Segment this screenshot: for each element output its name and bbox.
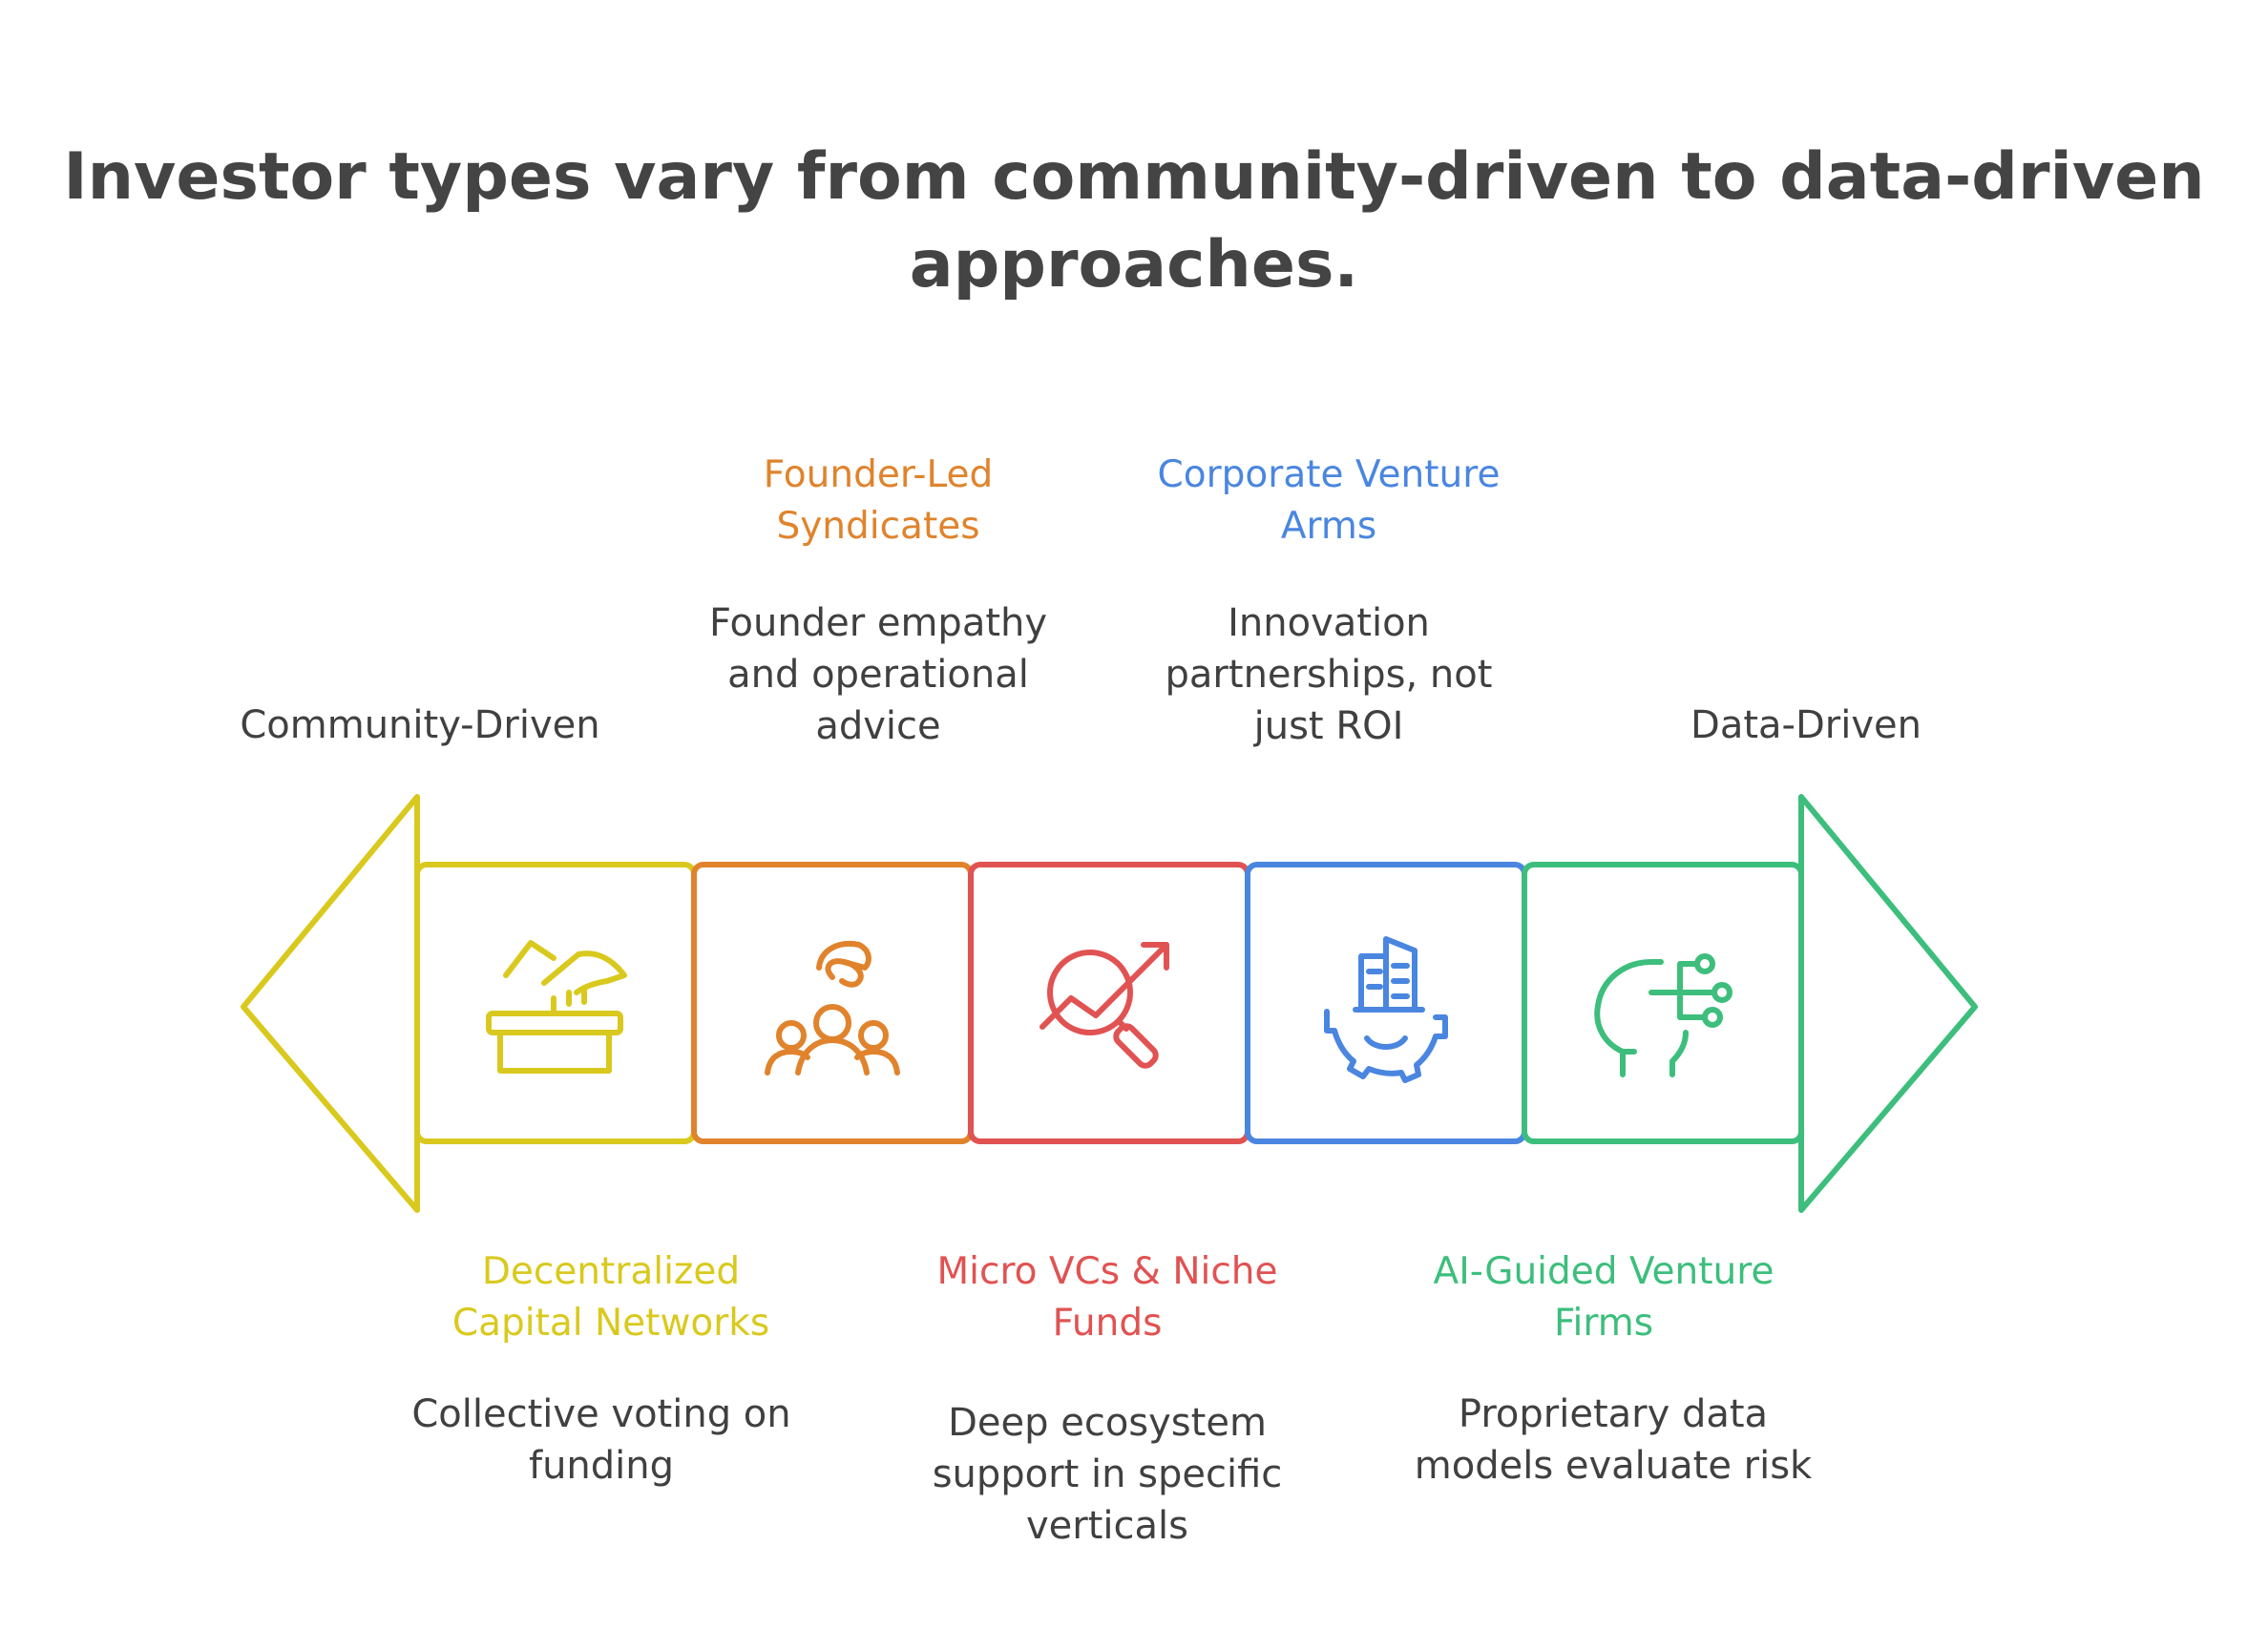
ballot-box-icon [486,940,627,1074]
stage-1-title-line-2: Capital Networks [452,1302,770,1345]
stage-1-description-line-1: Collective voting on [411,1392,791,1436]
stage-3-description-line-1: Deep ecosystem [948,1401,1267,1445]
stage-3-description-line-2: support in specific [932,1452,1283,1496]
stage-2-description: Founder empathy and operational advice [649,597,1107,752]
right-arrow-head [1798,794,1978,1213]
stage-4-title-line-1: Corporate Venture [1157,453,1501,496]
stage-5-description-line-1: Proprietary data [1458,1392,1769,1436]
stage-2-title: Founder-Led Syndicates [649,449,1107,553]
stage-2-title-line-1: Founder-Led [763,453,994,496]
stage-3-title-line-2: Funds [1052,1302,1163,1345]
stage-5-title: AI-Guided Venture Firms [1394,1246,1814,1349]
stage-3-title: Micro VCs & Niche Funds [897,1246,1317,1349]
building-gear-icon [1324,936,1448,1083]
stage-5-box [1522,862,1804,1144]
stage-2-title-line-2: Syndicates [776,505,980,548]
stage-5-title-line-2: Firms [1553,1302,1654,1345]
stage-2-box [691,862,974,1144]
stage-4-description-line-3: just ROI [1253,704,1404,748]
right-arrow [1522,794,1978,1213]
stage-3-description-line-3: verticals [1026,1504,1188,1548]
helping-hand-group-icon [765,941,900,1076]
stage-3-description: Deep ecosystem support in specific verti… [897,1397,1317,1552]
left-arrow [241,794,697,1213]
stage-5-description: Proprietary data models evaluate risk [1375,1389,1852,1492]
stage-4-description-line-2: partnerships, not [1165,653,1493,697]
title-line-1: Investor types vary from community-drive… [63,139,2205,215]
stage-3-title-line-1: Micro VCs & Niche [936,1250,1278,1293]
stage-2-description-line-1: Founder empathy [708,601,1048,645]
stage-5-description-line-2: models evaluate risk [1414,1444,1813,1488]
stage-1-description: Collective voting on funding [372,1389,830,1492]
right-end-label: Data-Driven [1690,703,1922,747]
stage-4-description-line-1: Innovation [1228,601,1430,645]
left-end-label: Community-Driven [240,703,600,747]
stage-2-description-line-2: and operational [727,653,1029,697]
ai-head-circuit-icon [1594,953,1732,1077]
diagram-title: Investor types vary from community-drive… [0,134,2268,309]
growth-search-icon [1040,942,1169,1069]
left-arrow-head [241,794,420,1213]
stage-4-description: Innovation partnerships, not just ROI [1119,597,1539,752]
stage-4-title-line-2: Arms [1280,505,1377,548]
stage-5-title-line-1: AI-Guided Venture [1433,1250,1774,1293]
stage-1-description-line-2: funding [528,1444,675,1488]
stage-1-title-line-1: Decentralized [481,1250,741,1293]
stage-4-title: Corporate Venture Arms [1119,449,1539,553]
title-line-2: approaches. [909,227,1359,303]
stage-2-description-line-3: advice [815,704,941,748]
stage-1-title: Decentralized Capital Networks [382,1246,840,1349]
